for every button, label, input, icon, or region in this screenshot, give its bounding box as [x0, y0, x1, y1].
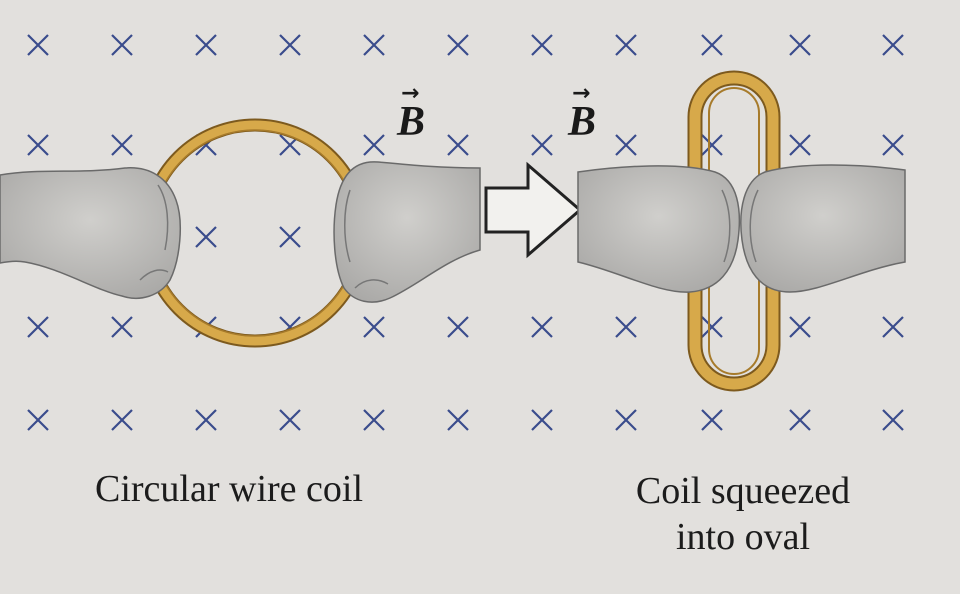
field-x-mark: [882, 409, 904, 431]
field-x-mark: [447, 316, 469, 338]
field-x-mark: [615, 34, 637, 56]
field-x-mark: [701, 34, 723, 56]
field-x-mark: [111, 316, 133, 338]
left-hand: [0, 167, 181, 300]
field-vector-arrow-left: →: [401, 81, 420, 106]
caption-oval-coil-line2: into oval: [675, 516, 811, 558]
field-x-mark: [111, 409, 133, 431]
caption-oval-coil-line1: Coil squeezed: [635, 470, 851, 512]
field-x-mark: [615, 409, 637, 431]
field-x-mark: [615, 134, 637, 156]
field-x-mark: [882, 316, 904, 338]
hollow-right-arrow-icon: [484, 161, 583, 259]
field-x-mark: [27, 316, 49, 338]
field-x-mark: [789, 409, 811, 431]
field-x-mark: [27, 409, 49, 431]
caption-circular-coil: Circular wire coil: [95, 468, 364, 510]
field-x-mark: [882, 134, 904, 156]
field-x-mark: [615, 316, 637, 338]
right-hand: [333, 161, 481, 303]
field-x-mark: [363, 316, 385, 338]
field-x-mark: [531, 34, 553, 56]
field-x-mark: [447, 134, 469, 156]
field-x-mark: [195, 34, 217, 56]
field-x-mark: [279, 409, 301, 431]
field-x-mark: [363, 409, 385, 431]
field-label-left: B: [397, 99, 426, 145]
field-x-mark: [701, 409, 723, 431]
field-label-right: B: [568, 99, 597, 145]
field-x-mark: [882, 34, 904, 56]
field-x-mark: [111, 34, 133, 56]
field-x-mark: [701, 134, 723, 156]
field-x-mark: [447, 409, 469, 431]
field-vector-arrow-right: →: [572, 81, 591, 106]
field-x-mark: [531, 316, 553, 338]
field-x-mark: [701, 316, 723, 338]
field-x-mark: [27, 134, 49, 156]
field-x-mark: [27, 34, 49, 56]
field-x-mark: [195, 226, 217, 248]
left-squeezing-hand: [577, 165, 741, 293]
field-x-mark: [363, 134, 385, 156]
field-x-mark: [531, 134, 553, 156]
field-x-mark: [279, 34, 301, 56]
field-x-mark: [363, 34, 385, 56]
field-x-mark: [447, 34, 469, 56]
field-x-mark: [789, 134, 811, 156]
field-x-mark: [789, 316, 811, 338]
field-x-mark: [195, 409, 217, 431]
field-x-mark: [279, 226, 301, 248]
right-squeezing-hand: [740, 164, 906, 293]
magnetic-field-marks: [27, 34, 904, 431]
field-x-mark: [789, 34, 811, 56]
field-x-mark: [531, 409, 553, 431]
field-x-mark: [111, 134, 133, 156]
